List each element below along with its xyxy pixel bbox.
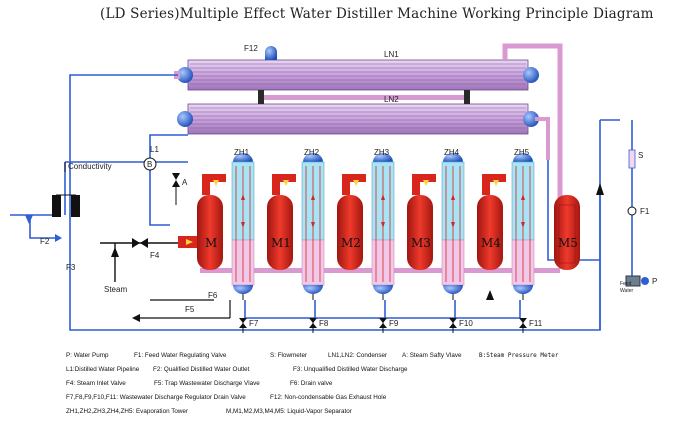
f12-label: F12 xyxy=(244,44,258,53)
separator-m4: M4 xyxy=(477,174,506,270)
separator-m2: M2 xyxy=(337,174,366,270)
separator-label-m4: M4 xyxy=(481,236,501,250)
drain-valve-f7: F7 xyxy=(239,318,259,333)
legend-m: M,M1,M2,M3,M4,M5: Liquid-Vapor Separator xyxy=(226,408,352,415)
legend-p: P: Water Pump xyxy=(66,352,109,359)
f9-label: F9 xyxy=(389,319,399,328)
legend-zh: ZH1,ZH2,ZH3,ZH4,ZH5: Evaporation Tower xyxy=(66,408,189,415)
separator-m3: M3 xyxy=(407,174,436,270)
f10-label: F10 xyxy=(459,319,473,328)
f6-label: F6 xyxy=(208,291,218,300)
separator-label-m5: M5 xyxy=(558,236,578,250)
separator-label-m2: M2 xyxy=(341,236,361,250)
tower-label-zh5: ZH5 xyxy=(514,148,530,157)
separator-label-m3: M3 xyxy=(411,236,431,250)
separator-label-m: M xyxy=(205,236,217,250)
tower-label-zh2: ZH2 xyxy=(304,148,320,157)
trap-line-f5: F5 F6 xyxy=(132,291,231,322)
legend-ln: LN1,LN2: Condenser xyxy=(328,352,388,359)
separator-m1: M1 xyxy=(267,174,296,270)
tower-zh3: ZH3 xyxy=(371,148,395,300)
legend-f2: F2: Qualified Distilled Water Outlet xyxy=(153,366,250,373)
diagram-title: (LD Series)Multiple Effect Water Distill… xyxy=(100,6,654,22)
f4-label: F4 xyxy=(150,251,160,260)
steam-inlet: F4 Steam xyxy=(100,236,198,294)
ln2-label: LN2 xyxy=(384,95,399,104)
drain-valve-f10: F10 xyxy=(449,318,473,333)
ln1-label: LN1 xyxy=(384,50,399,59)
f3-label: F3 xyxy=(66,263,76,272)
f7-label: F7 xyxy=(249,319,259,328)
tower-zh1: ZH1 xyxy=(231,148,255,300)
legend-a: A: Steam Safty Vlave xyxy=(402,352,462,359)
legend: P: Water Pump F1: Feed Water Regulating … xyxy=(66,352,686,422)
feed-label: Feed xyxy=(620,281,632,287)
legend-f7: F7,F8,F9,F10,F11: Wastewater Discharge R… xyxy=(66,394,246,401)
steam-pressure-meter-b: B xyxy=(143,157,157,171)
condenser-ln1 xyxy=(174,59,539,91)
tower-zh4: ZH4 xyxy=(441,148,465,300)
conductivity-meter: Conductivity xyxy=(52,162,112,217)
steam-safety-valve-a: A xyxy=(172,173,188,205)
drain-valve-f8: F8 xyxy=(309,318,329,333)
f11-label: F11 xyxy=(529,319,543,328)
drain-valves: F7 F8 F9 F10 F11 xyxy=(239,318,543,333)
legend-f4: F4: Steam Inlet Valve xyxy=(66,380,126,387)
condenser-ln2 xyxy=(177,103,539,135)
tower-label-zh4: ZH4 xyxy=(444,148,460,157)
tower-label-zh3: ZH3 xyxy=(374,148,390,157)
p-label: P xyxy=(652,277,657,286)
separator-m: M xyxy=(197,174,226,270)
separator-label-m1: M1 xyxy=(271,236,291,250)
f5-label: F5 xyxy=(185,305,195,314)
feed-water-system: S F1 P Feed Water xyxy=(620,149,657,294)
legend-f1: F1: Feed Water Regulating Valve xyxy=(134,352,227,359)
legend-f5: F5: Trap Wastewater Discharge Vlave xyxy=(154,380,260,387)
tower-label-zh1: ZH1 xyxy=(234,148,250,157)
f8-label: F8 xyxy=(319,319,329,328)
legend-f3: F3: Unqualified Distilled Water Discharg… xyxy=(293,366,408,373)
conductivity-label: Conductivity xyxy=(68,162,112,171)
s-label: S xyxy=(638,151,643,160)
tower-zh5: ZH5 xyxy=(511,148,535,300)
evaporation-units: M M1 M2 M3 M4 M5 ZH1 ZH2 ZH3 ZH4 ZH5 xyxy=(197,148,580,300)
l1-label: L1 xyxy=(150,145,159,154)
vent-f12: F12 xyxy=(244,44,277,60)
tower-zh2: ZH2 xyxy=(301,148,325,300)
b-label: B xyxy=(147,160,152,169)
flow-arrow-bottom xyxy=(486,290,494,300)
a-label: A xyxy=(182,178,188,187)
water-label: Water xyxy=(620,288,633,294)
separator-m5: M5 xyxy=(554,195,580,270)
drain-valve-f9: F9 xyxy=(379,318,399,333)
f1-label: F1 xyxy=(640,207,650,216)
legend-s: S: Flowmeter xyxy=(270,352,308,359)
legend-f6: F6: Drain valve xyxy=(290,380,333,387)
f2-label: F2 xyxy=(40,237,50,246)
drain-valve-f11: F11 xyxy=(519,318,543,333)
flow-arrow-right xyxy=(596,183,604,195)
legend-b: B:Steam Pressure Meter xyxy=(479,352,559,359)
steam-label: Steam xyxy=(104,285,127,294)
legend-l1: L1:Distilled Water Pipeline xyxy=(66,366,140,373)
legend-f12: F12: Non-condensable Gas Exhaust Hole xyxy=(270,394,387,401)
